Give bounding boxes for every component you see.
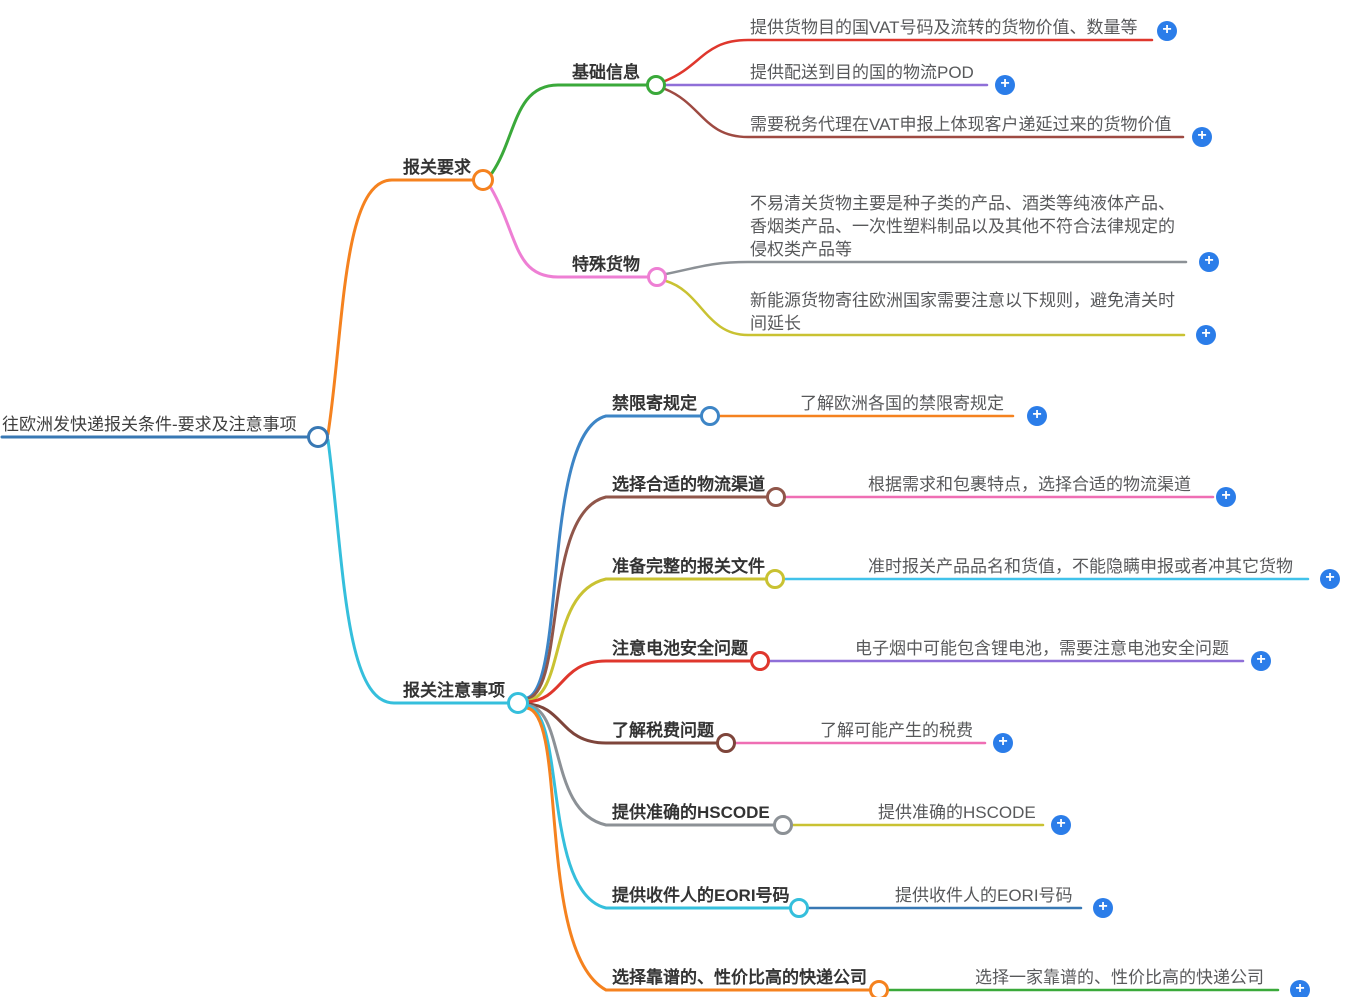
add-node-button-prohibited[interactable]: + bbox=[1027, 406, 1047, 426]
branch-line-hscode bbox=[525, 703, 776, 827]
node-label-root[interactable]: 往欧洲发快递报关条件-要求及注意事项 bbox=[2, 415, 297, 434]
node-label-channel[interactable]: 选择合适的物流渠道 bbox=[612, 475, 765, 494]
node-handle-documents[interactable] bbox=[765, 569, 785, 589]
leaf-line-tax-agent bbox=[663, 87, 1185, 139]
node-handle-battery[interactable] bbox=[750, 651, 770, 671]
add-node-button-documents[interactable]: + bbox=[1320, 569, 1340, 589]
node-handle-basic-info[interactable] bbox=[646, 75, 666, 95]
plus-icon: + bbox=[998, 733, 1008, 750]
branch-line-prohibited bbox=[525, 414, 703, 700]
add-node-button-new-energy[interactable]: + bbox=[1196, 325, 1216, 345]
plus-icon: + bbox=[1162, 21, 1172, 38]
plus-icon: + bbox=[1201, 325, 1211, 342]
plus-icon: + bbox=[1056, 815, 1066, 832]
branch-line-channel bbox=[525, 495, 769, 701]
node-label-battery[interactable]: 注意电池安全问题 bbox=[612, 639, 748, 658]
branch-line-battery bbox=[525, 659, 753, 704]
plus-icon: + bbox=[1256, 651, 1266, 668]
node-label-hscode-detail[interactable]: 提供准确的HSCODE bbox=[878, 803, 1036, 822]
node-label-documents[interactable]: 准备完整的报关文件 bbox=[612, 557, 765, 576]
node-label-prohibited[interactable]: 禁限寄规定 bbox=[612, 394, 697, 413]
branch-line-requirements bbox=[326, 178, 476, 436]
branch-line-eori bbox=[525, 704, 792, 910]
plus-icon: + bbox=[1204, 252, 1214, 269]
node-label-taxes-detail[interactable]: 了解可能产生的税费 bbox=[820, 721, 973, 740]
node-label-eori[interactable]: 提供收件人的EORI号码 bbox=[612, 886, 790, 905]
add-node-button-battery[interactable]: + bbox=[1251, 651, 1271, 671]
plus-icon: + bbox=[1221, 487, 1231, 504]
plus-icon: + bbox=[1032, 406, 1042, 423]
node-handle-requirements[interactable] bbox=[472, 169, 494, 191]
add-node-button-eori[interactable]: + bbox=[1093, 898, 1113, 918]
add-node-button-hscode[interactable]: + bbox=[1051, 815, 1071, 835]
leaf-line-new-energy bbox=[664, 279, 1186, 337]
node-handle-special-goods[interactable] bbox=[647, 267, 667, 287]
add-node-button-vat[interactable]: + bbox=[1157, 21, 1177, 41]
add-node-button-courier[interactable]: + bbox=[1290, 980, 1310, 997]
node-label-special-goods[interactable]: 特殊货物 bbox=[572, 255, 640, 274]
branch-line-basic-info bbox=[490, 83, 649, 175]
branch-line-taxes bbox=[525, 702, 719, 745]
add-node-button-hard-to-clear[interactable]: + bbox=[1199, 252, 1219, 272]
plus-icon: + bbox=[1295, 980, 1305, 997]
node-handle-hscode[interactable] bbox=[773, 815, 793, 835]
node-label-new-energy[interactable]: 新能源货物寄往欧洲国家需要注意以下规则，避免清关时间延长 bbox=[750, 291, 1175, 333]
node-label-tax-agent[interactable]: 需要税务代理在VAT申报上体现客户递延过来的货物价值 bbox=[750, 115, 1172, 134]
branch-line-notes bbox=[326, 438, 510, 705]
leaf-line-vat bbox=[663, 38, 1154, 83]
plus-icon: + bbox=[1325, 569, 1335, 586]
node-label-pod[interactable]: 提供配送到目的国的物流POD bbox=[750, 63, 974, 82]
node-handle-notes[interactable] bbox=[507, 692, 529, 714]
node-label-courier[interactable]: 选择靠谱的、性价比高的快递公司 bbox=[612, 968, 867, 987]
node-handle-prohibited[interactable] bbox=[700, 406, 720, 426]
add-node-button-taxes[interactable]: + bbox=[993, 733, 1013, 753]
node-label-basic-info[interactable]: 基础信息 bbox=[572, 63, 640, 82]
leaf-line-hard-to-clear bbox=[664, 260, 1188, 276]
node-label-battery-detail[interactable]: 电子烟中可能包含锂电池，需要注意电池安全问题 bbox=[855, 639, 1229, 658]
plus-icon: + bbox=[1098, 898, 1108, 915]
node-handle-eori[interactable] bbox=[789, 898, 809, 918]
node-label-notes[interactable]: 报关注意事项 bbox=[403, 681, 505, 700]
node-label-documents-detail[interactable]: 准时报关产品品名和货值，不能隐瞒申报或者冲其它货物 bbox=[868, 557, 1293, 576]
branch-line-special-goods bbox=[489, 186, 650, 279]
add-node-button-pod[interactable]: + bbox=[995, 75, 1015, 95]
node-handle-courier[interactable] bbox=[869, 980, 889, 997]
plus-icon: + bbox=[1000, 75, 1010, 92]
node-label-channel-detail[interactable]: 根据需求和包裹特点，选择合适的物流渠道 bbox=[868, 475, 1191, 494]
node-label-prohibited-detail[interactable]: 了解欧洲各国的禁限寄规定 bbox=[800, 394, 1004, 413]
node-handle-channel[interactable] bbox=[766, 487, 786, 507]
node-label-requirements[interactable]: 报关要求 bbox=[403, 158, 471, 177]
branch-line-documents bbox=[525, 577, 768, 703]
node-label-hscode[interactable]: 提供准确的HSCODE bbox=[612, 803, 770, 822]
node-label-taxes[interactable]: 了解税费问题 bbox=[612, 721, 714, 740]
node-handle-root[interactable] bbox=[307, 426, 329, 448]
plus-icon: + bbox=[1197, 127, 1207, 144]
add-node-button-channel[interactable]: + bbox=[1216, 487, 1236, 507]
branch-line-courier bbox=[525, 706, 872, 992]
add-node-button-tax-agent[interactable]: + bbox=[1192, 127, 1212, 147]
node-label-courier-detail[interactable]: 选择一家靠谱的、性价比高的快递公司 bbox=[975, 968, 1264, 987]
node-label-eori-detail[interactable]: 提供收件人的EORI号码 bbox=[895, 886, 1073, 905]
node-label-vat[interactable]: 提供货物目的国VAT号码及流转的货物价值、数量等 bbox=[750, 18, 1138, 37]
node-handle-taxes[interactable] bbox=[716, 733, 736, 753]
node-label-hard-to-clear[interactable]: 不易清关货物主要是种子类的产品、酒类等纯液体产品、香烟类产品、一次性塑料制品以及… bbox=[750, 194, 1175, 259]
